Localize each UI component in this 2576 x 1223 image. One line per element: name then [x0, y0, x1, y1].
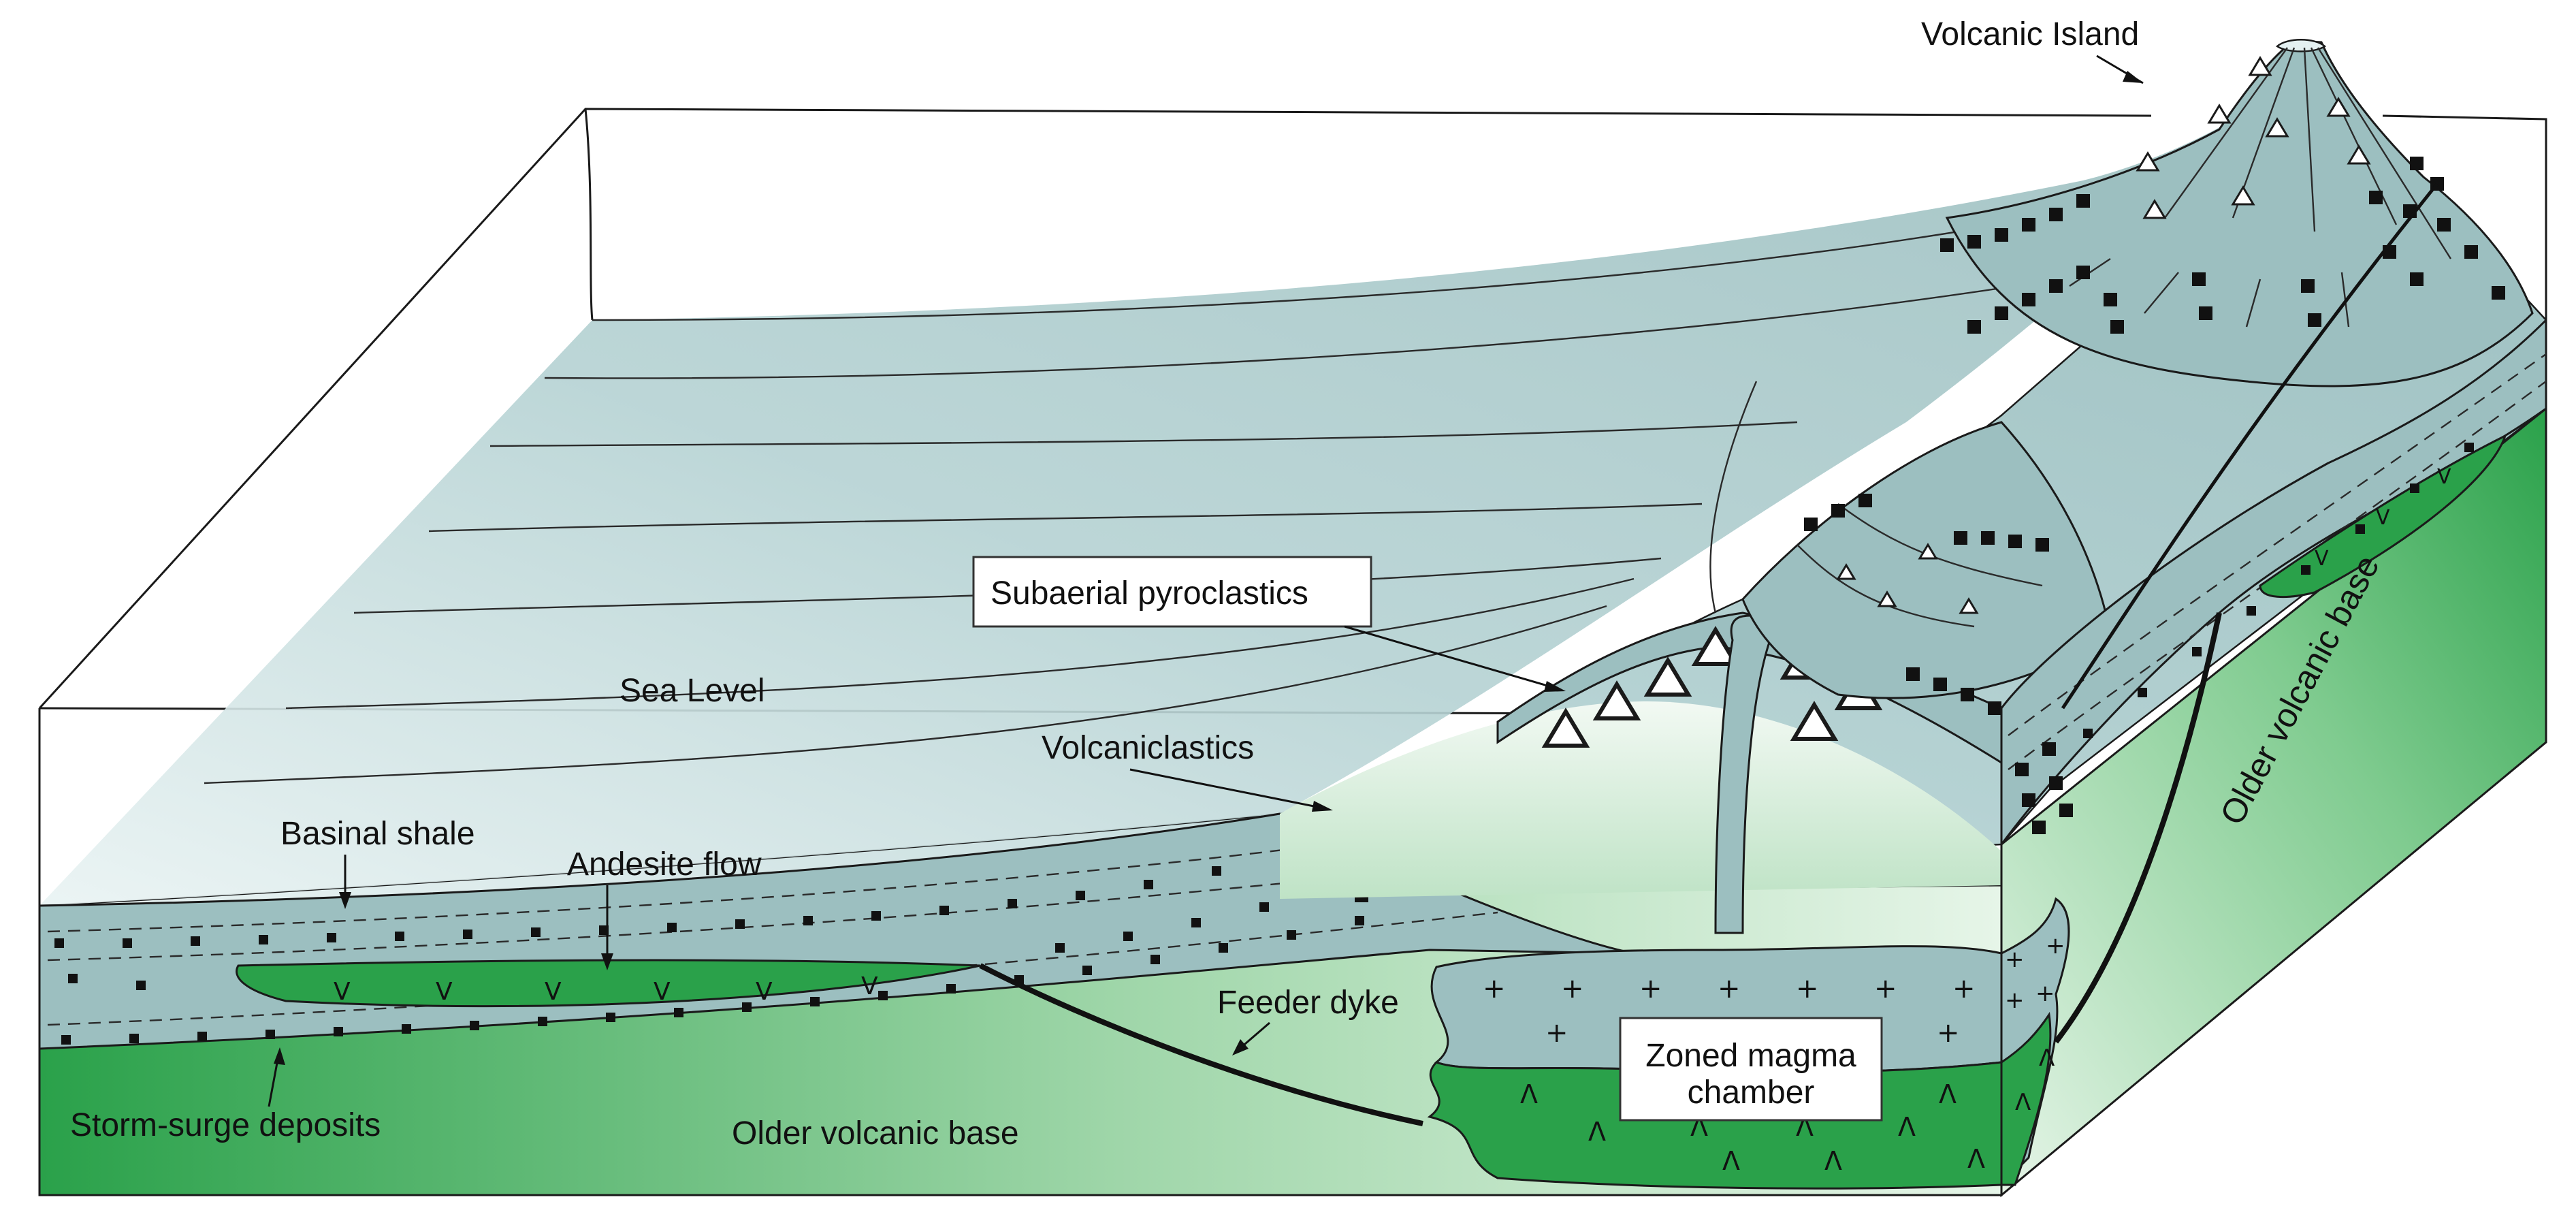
svg-text:Λ: Λ: [1967, 1144, 1985, 1174]
volcanic-island-label: Volcanic Island: [1921, 16, 2139, 52]
andesite-symbol: V: [756, 978, 773, 1006]
andesite-symbol: V: [2376, 506, 2390, 530]
sea-floor-upper-plane: [39, 112, 2247, 906]
andesite-symbol: V: [861, 972, 878, 1000]
subvolcanic-mound: [1280, 701, 2001, 899]
volcaniclastics-label: Volcaniclastics: [1042, 730, 1254, 766]
basinal-shale-label: Basinal shale: [280, 816, 475, 852]
svg-text:Λ: Λ: [1588, 1117, 1606, 1147]
svg-text:Λ: Λ: [2039, 1045, 2055, 1072]
andesite-symbol: V: [654, 978, 671, 1006]
svg-text:+: +: [2035, 980, 2055, 1007]
svg-text:+: +: [2005, 946, 2025, 973]
andesite-flow-label: Andesite flow: [567, 846, 762, 883]
pyroclastic-triangles: [1541, 626, 1883, 748]
svg-text:Λ: Λ: [1824, 1146, 1842, 1176]
sea-floor-contours: [204, 203, 2111, 784]
svg-text:+: +: [1937, 1017, 1960, 1049]
svg-text:Λ: Λ: [1939, 1079, 1957, 1109]
cone-dots: [1804, 494, 2056, 742]
feeder-dyke-front: [979, 963, 1423, 1126]
older-volcanic-base-front-label: Older volcanic base: [732, 1115, 1019, 1151]
svg-text:+: +: [1796, 973, 1819, 1004]
svg-text:+: +: [1639, 973, 1662, 1004]
svg-text:+: +: [1874, 973, 1897, 1004]
svg-text:+: +: [2005, 987, 2025, 1014]
island-triangles: [2136, 56, 2371, 219]
svg-text:Λ: Λ: [1898, 1112, 1916, 1142]
island-dots: [1940, 157, 2505, 334]
zoned-magma-chamber-label-line1: Zoned magma: [1645, 1038, 1856, 1074]
sea-level-label: Sea Level: [619, 673, 765, 709]
andesite-symbol: V: [2315, 547, 2329, 571]
subaerial-pyroclastics-box: [972, 556, 1372, 628]
zoned-magma-chamber-label-line2: chamber: [1688, 1075, 1815, 1111]
side-andesite-flow-lens: [2259, 434, 2507, 598]
svg-text:+: +: [2046, 932, 2065, 959]
svg-text:+: +: [1561, 973, 1584, 1004]
feeder-dyke-side: [2053, 612, 2222, 1044]
side-sediment-layers: [2000, 317, 2547, 848]
magma-plus-symbols: + + + + + + + + + + + + +: [1483, 932, 2065, 1049]
volcanic-island-cone: [1945, 39, 2534, 387]
andesite-symbol: V: [545, 978, 562, 1006]
svg-text:Λ: Λ: [2015, 1089, 2031, 1116]
andesite-symbol: V: [334, 978, 351, 1006]
andesite-flow-lens: [236, 959, 981, 1008]
svg-text:+: +: [1952, 973, 1976, 1004]
andesite-symbol: V: [436, 978, 453, 1006]
feeder-dyke-island: [2061, 182, 2438, 710]
feeder-dyke-label: Feeder dyke: [1217, 985, 1399, 1021]
subaerial-pyroclastics-label: Subaerial pyroclastics: [991, 575, 1308, 612]
leader-arrows: [268, 54, 2144, 1107]
svg-text:+: +: [1483, 973, 1506, 1004]
storm-surge-deposits-label: Storm-surge deposits: [70, 1107, 381, 1143]
volcanic-island-crater: [2276, 39, 2326, 52]
side-deposit-dots: [2083, 443, 2474, 738]
svg-text:+: +: [1545, 1017, 1568, 1049]
svg-text:Λ: Λ: [1520, 1079, 1538, 1109]
svg-text:Λ: Λ: [1722, 1146, 1740, 1176]
svg-text:+: +: [1718, 973, 1741, 1004]
zoned-magma-chamber-box: [1619, 1017, 1883, 1122]
cone-small-triangles: [1836, 543, 1979, 614]
magma-side-lower: [2000, 1011, 2052, 1186]
side-dense-blocks: [2015, 742, 2073, 834]
storm-surge-deposit-dots: [54, 866, 1364, 1045]
andesite-symbol: V: [2437, 465, 2451, 489]
